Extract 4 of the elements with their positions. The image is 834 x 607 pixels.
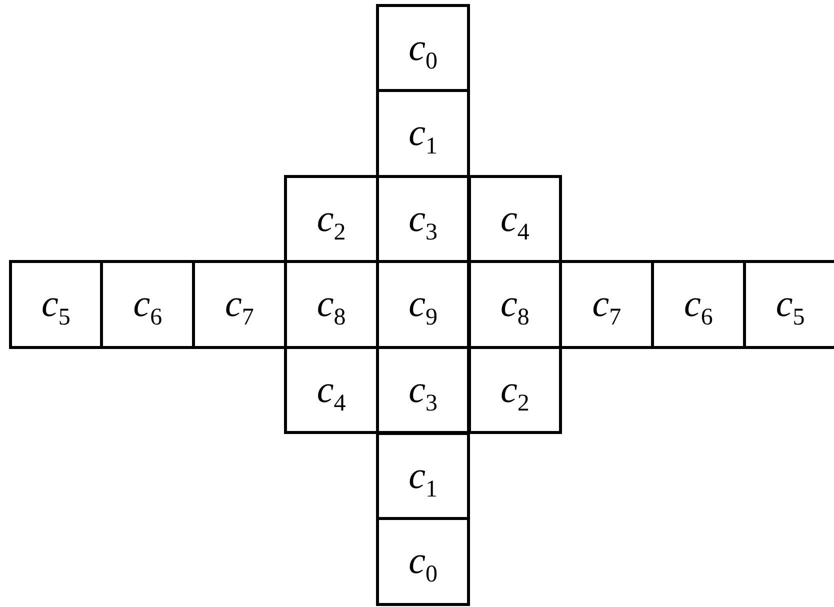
grid-cell: c$_{1}$ bbox=[376, 89, 470, 178]
grid-cell: c$_{7}$ bbox=[192, 260, 287, 349]
grid-cell: c$_{0}$ bbox=[376, 517, 470, 606]
grid-cell: c$_{6}$ bbox=[651, 260, 746, 349]
